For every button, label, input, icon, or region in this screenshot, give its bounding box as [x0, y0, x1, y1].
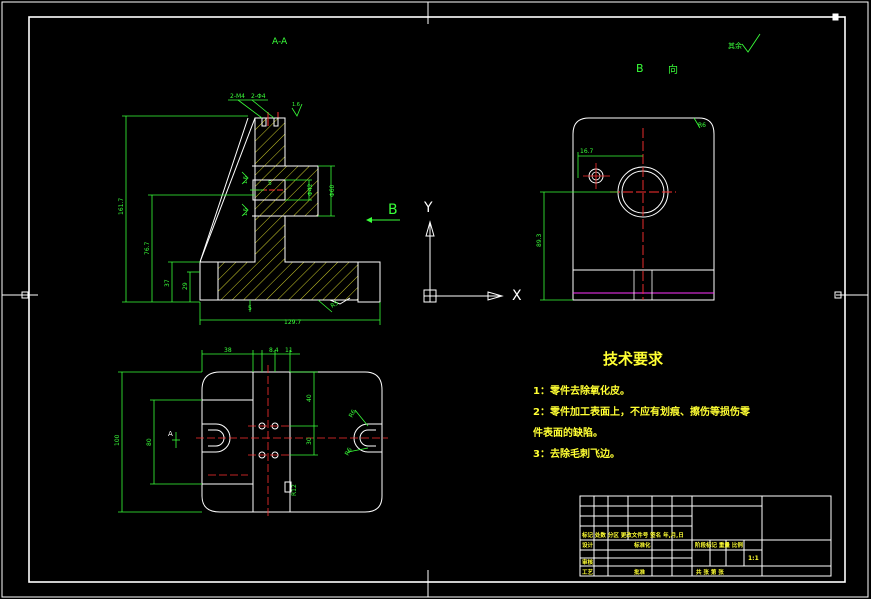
- roughness-other-icon: [741, 33, 761, 53]
- section-dimensions: [122, 99, 381, 325]
- tech-req-item-4: 3：去除毛刺飞边。: [533, 447, 620, 460]
- top-view-dimensions: [118, 350, 369, 513]
- roughness-side-icon-2: [241, 203, 249, 217]
- top-dim-38: 38: [224, 347, 232, 354]
- tech-req-item-2: 2：零件加工表面上，不应有划痕、擦伤等损伤零: [533, 405, 751, 418]
- roughness-side-icon-1: [241, 171, 249, 185]
- view-b-suffix: 向: [668, 63, 678, 76]
- top-dim-40: 40: [306, 394, 313, 402]
- callout-phi4: 2-Φ4: [251, 93, 266, 100]
- tb-row-a: 标记 处数 分区 更改文件号 签名 年,月,日: [581, 531, 684, 539]
- view-b-dim-r6: R6: [698, 122, 706, 129]
- top-dim-8-4: 8.4: [269, 347, 279, 354]
- tb-sheets: 共 张 第 张: [696, 568, 724, 576]
- roughness-top-icon: [291, 103, 303, 117]
- view-b-dimensions: [540, 117, 701, 301]
- technical-requirements: 技术要求 1：零件去除氧化皮。 2：零件加工表面上，不应有划痕、擦伤等损伤零 件…: [533, 350, 751, 460]
- arrow-b-label: B: [388, 202, 398, 218]
- view-b-arrow: B: [366, 202, 400, 223]
- dim-width-total: 129.7: [284, 319, 301, 326]
- ucs-icon: [423, 220, 504, 303]
- top-dim-r6-a: R6: [348, 408, 358, 419]
- section-dim-texts: 2-M4 2-Φ4 161.7 76.7 37 29 Φ60 Φ42 5 129…: [118, 93, 340, 326]
- tb-standardize: 标准化: [633, 541, 651, 549]
- dim-base-29: 29: [182, 282, 189, 290]
- view-b-label: B: [636, 62, 644, 75]
- dim-base-37: 37: [164, 279, 171, 287]
- section-view: 2-M4 2-Φ4 161.7 76.7 37 29 Φ60 Φ42 5 129…: [118, 93, 381, 326]
- section-outline: [199, 112, 381, 305]
- roughness-other-label: 其余: [728, 41, 742, 50]
- view-b-dim-16-7: 16.7: [580, 148, 594, 155]
- top-view-dim-texts: 38 8.4 11 100 80 40 30 R12 R6 R6 A: [114, 347, 358, 496]
- top-dim-30: 30: [306, 437, 313, 445]
- tb-stage-marks: 阶段标记 重量 比例: [695, 541, 743, 549]
- tech-req-item-1: 1：零件去除氧化皮。: [533, 384, 630, 397]
- top-dim-r12: R12: [291, 484, 298, 496]
- callout-m4: 2-M4: [230, 93, 245, 100]
- top-dim-11: 11: [285, 347, 293, 354]
- tb-process: 工艺: [582, 568, 594, 576]
- dim-5: 5: [268, 180, 272, 187]
- dim-bore-42: Φ42: [307, 183, 314, 196]
- tech-req-item-3: 件表面的缺陷。: [533, 426, 603, 439]
- top-dim-r6-b: R6: [344, 446, 354, 457]
- tb-approve: 批准: [634, 568, 646, 576]
- section-label: A-A: [272, 37, 288, 47]
- top-section-mark: A: [168, 430, 173, 438]
- top-dim-100: 100: [114, 434, 121, 446]
- tb-scale: 1:1: [748, 555, 759, 562]
- axis-y-label: Y: [423, 200, 433, 216]
- tb-review: 审核: [582, 558, 594, 566]
- axis-x-label: X: [512, 288, 522, 304]
- view-b: [572, 117, 715, 301]
- tech-req-title: 技术要求: [603, 350, 664, 368]
- dim-height-mid: 76.7: [144, 241, 151, 255]
- title-block: [579, 495, 832, 577]
- roughness-top: 1.6: [292, 102, 300, 108]
- top-dim-80: 80: [146, 438, 153, 446]
- view-b-dim-89-3: 89.3: [536, 233, 543, 247]
- dim-bore-60: Φ60: [329, 184, 336, 197]
- dim-r5: R5: [330, 300, 341, 310]
- dim-height-total: 161.7: [118, 198, 125, 215]
- base-mark-5: 5: [248, 305, 252, 312]
- tb-designer: 设计: [582, 541, 594, 549]
- title-block-texts: 标记 处数 分区 更改文件号 签名 年,月,日 设计 标准化 审核 工艺 批准 …: [581, 531, 759, 576]
- top-view-centerlines: [196, 365, 388, 518]
